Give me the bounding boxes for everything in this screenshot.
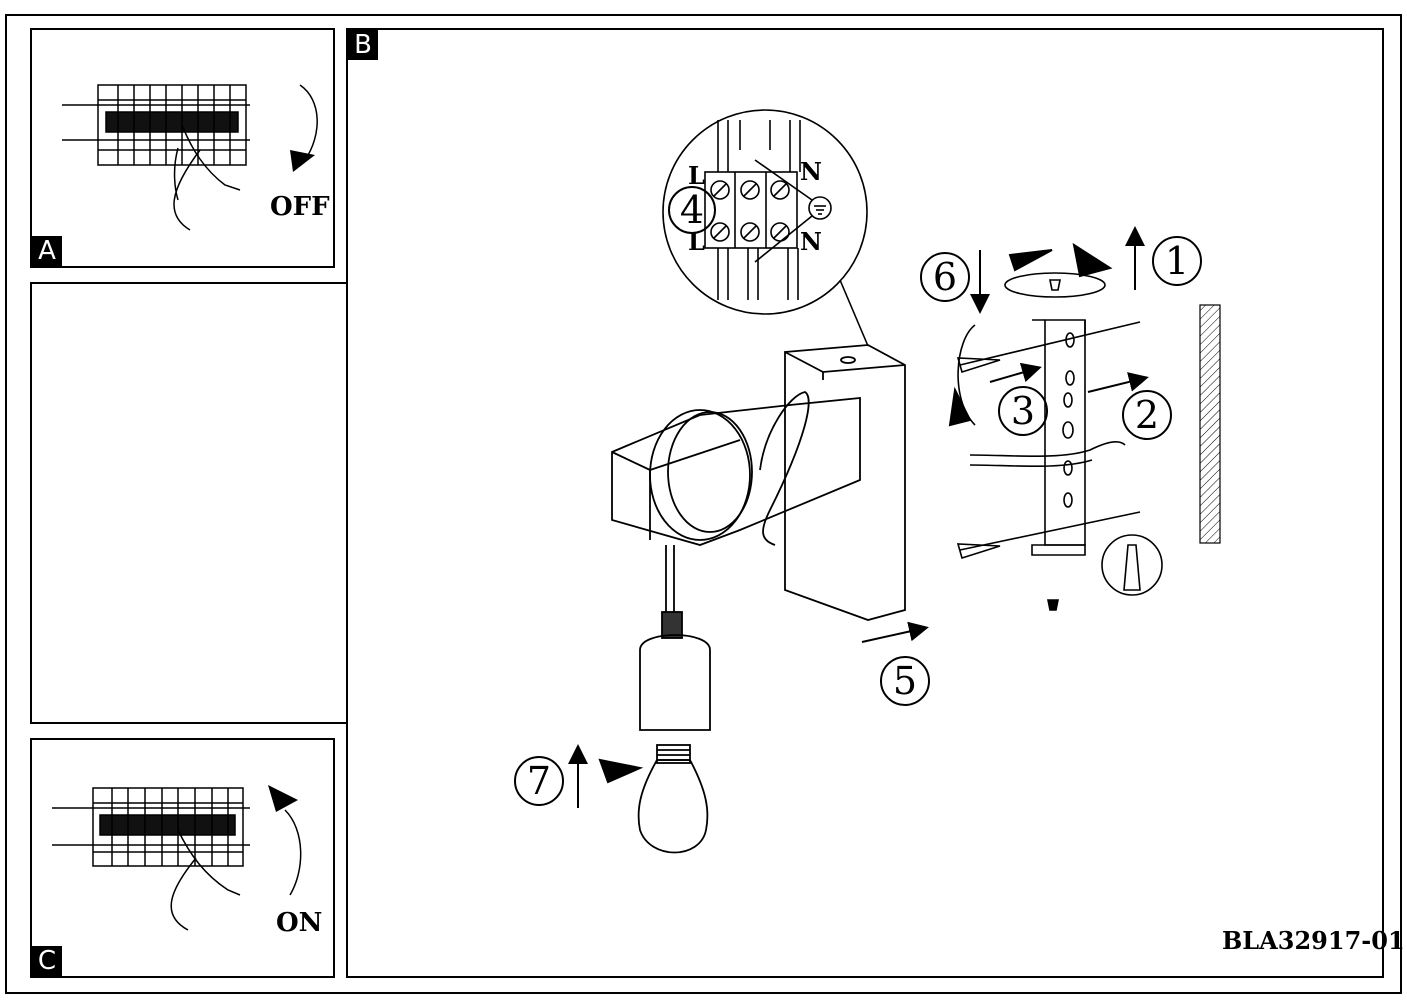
breaker-panel-a — [62, 84, 318, 231]
terminal-l-top: L — [688, 161, 705, 190]
off-arrow-icon — [290, 150, 315, 172]
on-arrow-icon — [268, 785, 298, 812]
terminal-n-bottom: N — [800, 227, 822, 256]
panel-a-tag: A — [32, 236, 62, 266]
panel-c — [30, 738, 335, 978]
step-1-marker: 1 — [1152, 236, 1202, 286]
terminal-block-detail — [662, 109, 869, 347]
step-3-marker: 3 — [998, 386, 1048, 436]
page-border — [5, 14, 1402, 994]
step-2-marker: 2 — [1122, 390, 1172, 440]
terminal-n-top: N — [800, 157, 822, 186]
step-arrows — [568, 226, 1149, 808]
mounting-bracket — [956, 272, 1163, 611]
wall-lamp-drawing — [611, 344, 906, 854]
step-6-marker: 6 — [920, 252, 970, 302]
breaker-panel-c — [52, 787, 302, 931]
terminal-l-bottom: L — [688, 227, 705, 256]
document-code: BLA32917-01 — [1222, 926, 1405, 955]
panel-c-tag: C — [32, 946, 62, 976]
wall-hatching — [1199, 304, 1221, 544]
left-column-frame — [30, 282, 348, 724]
panel-a — [30, 28, 335, 268]
off-label: OFF — [270, 192, 330, 222]
panel-b — [346, 28, 1384, 978]
step-7-marker: 7 — [514, 756, 564, 806]
panel-b-tag: B — [348, 30, 378, 60]
step-4-marker: 4 — [668, 186, 716, 234]
step-5-marker: 5 — [880, 656, 930, 706]
on-label: ON — [276, 908, 323, 938]
